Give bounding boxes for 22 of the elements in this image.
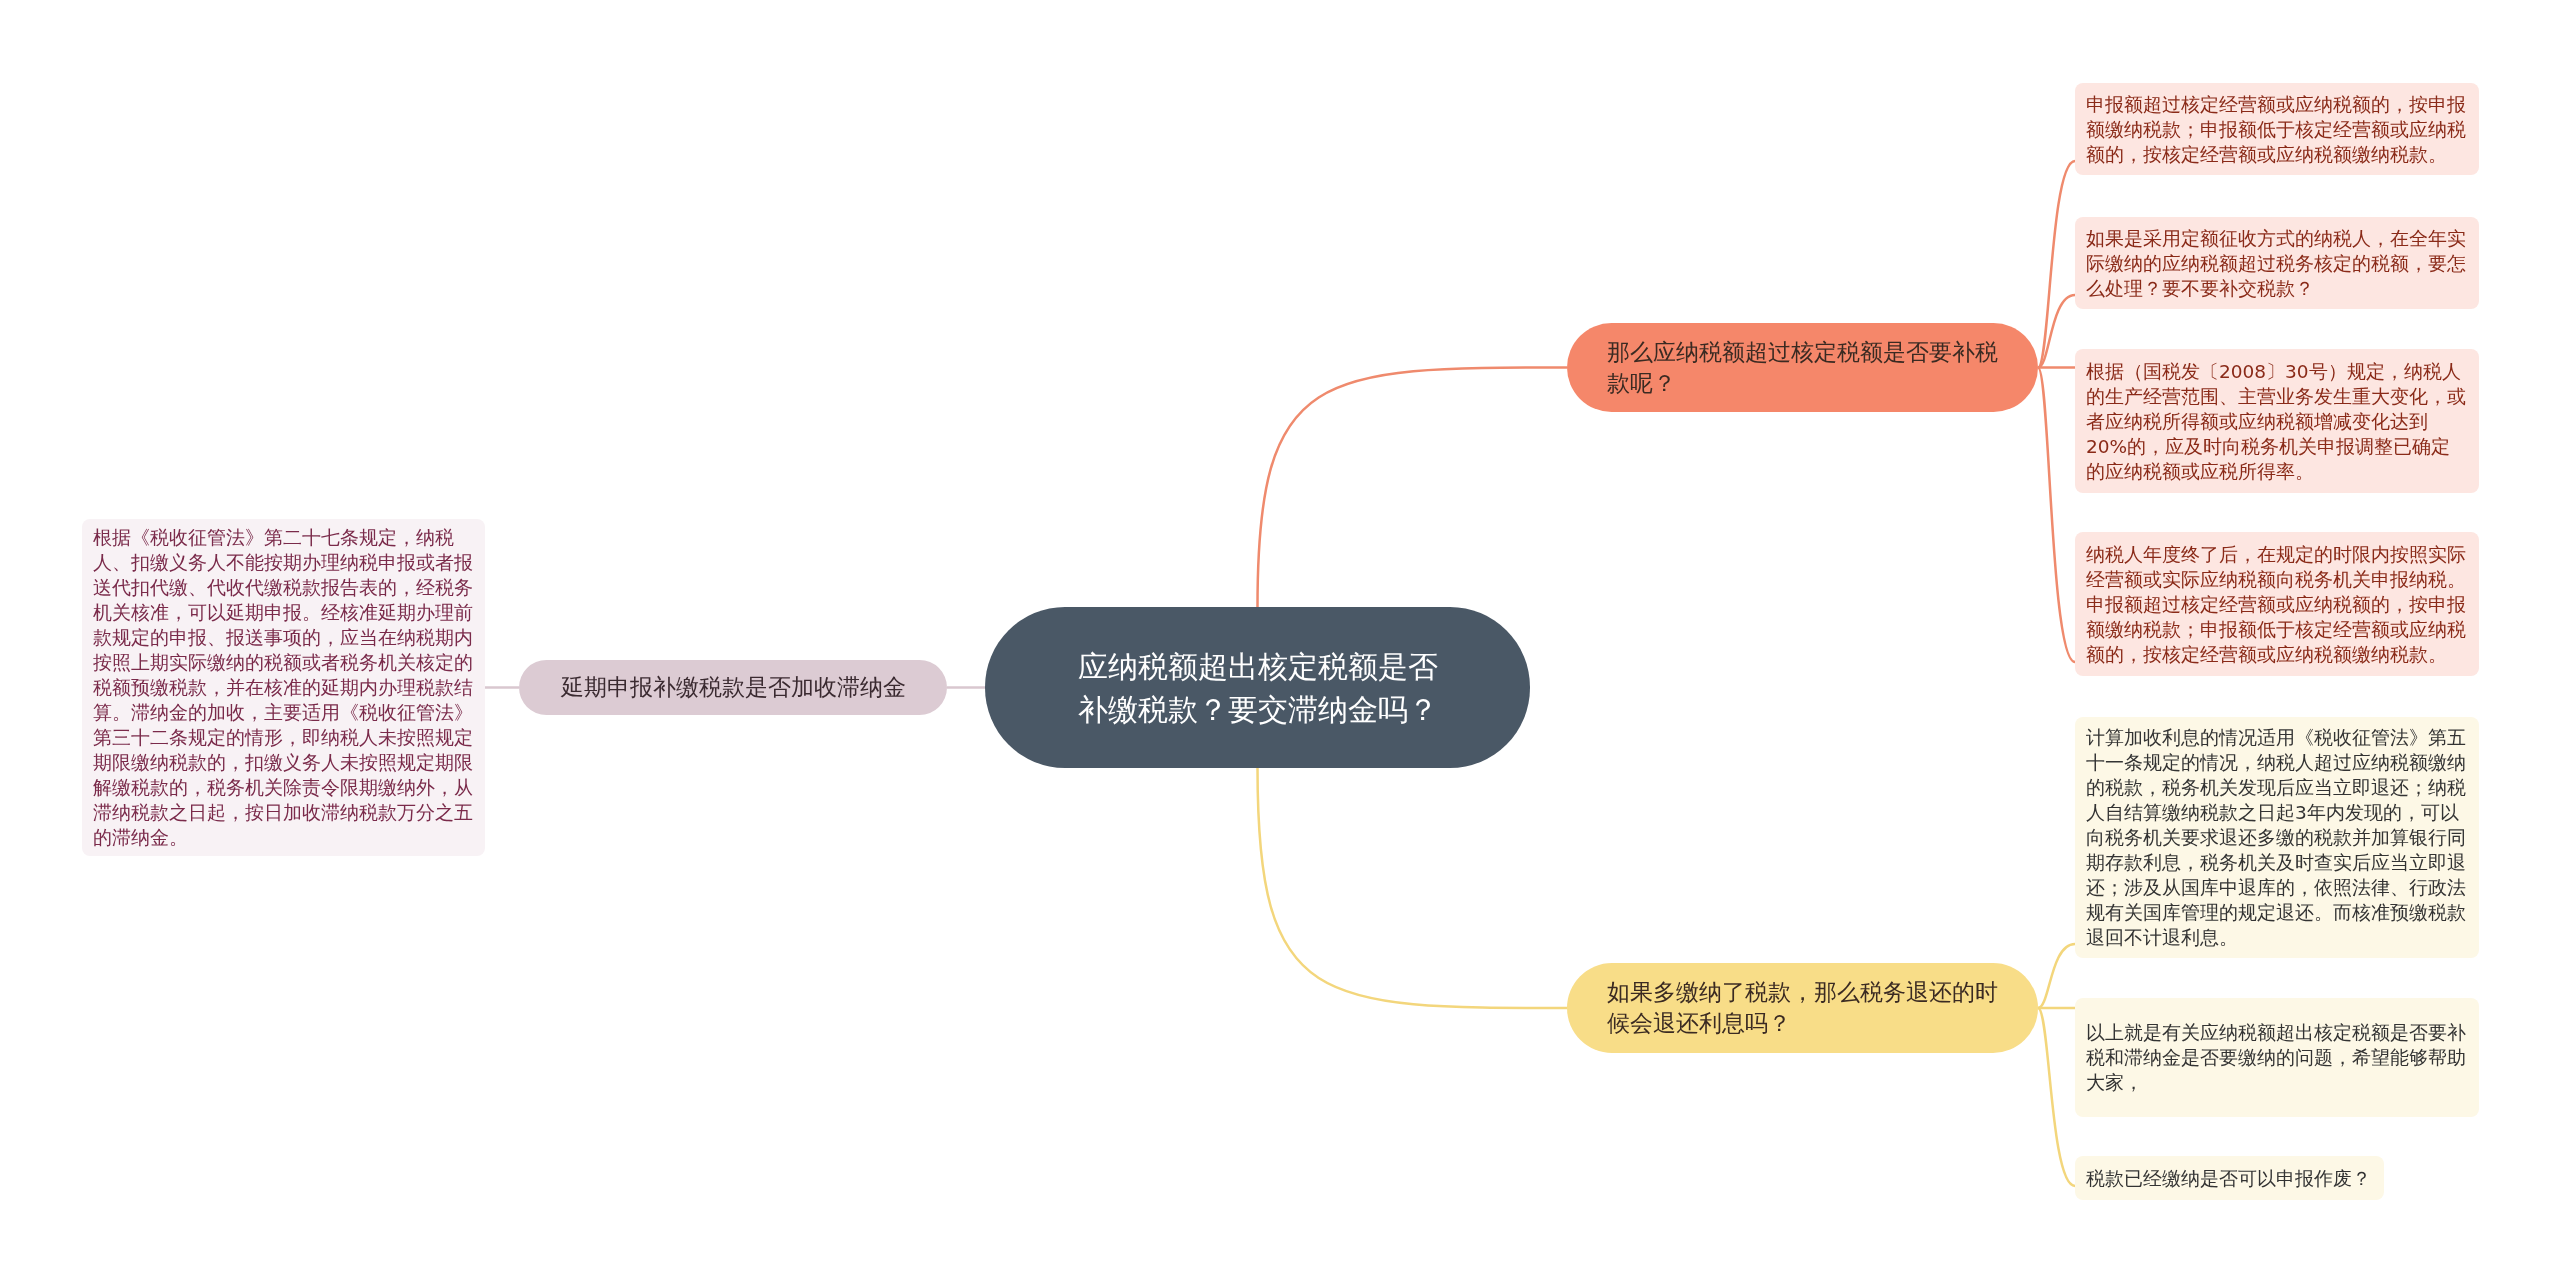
note-card: 以上就是有关应纳税额超出核定税额是否要补税和滞纳金是否要缴纳的问题，希望能够帮助大家，: [2075, 998, 2479, 1117]
note-card: 纳税人年度终了后，在规定的时限内按照实际经营额或实际应纳税额向税务机关申报纳税。申报额超过核定经营额或应纳税额的，按申报额缴纳税款；申报额低于核定经营额或应纳税额的，按核定经营额或应纳税额缴纳税款。: [2075, 532, 2479, 676]
note-card: 计算加收利息的情况适用《税收征管法》第五十一条规定的情况，纳税人超过应纳税额缴纳的税款，税务机关发现后应当立即退还；纳税人自结算缴纳税款之日起3年内发现的，可以向税务机关要求退还多缴的税款并加算银行同期存款利息，税务机关及时查实后应当立即退还；涉及从国库中退库的，依照法律、行政法规有关国库管理的规定退还。而核准预缴税款退回不计退利息。: [2075, 717, 2479, 958]
connector-line: [2037, 1007, 2076, 1188]
connector-line: [2037, 942, 2076, 1010]
branch-topic: 如果多缴纳了税款，那么税务退还的时候会退还利息吗？: [1567, 963, 2038, 1053]
central-topic: 应纳税额超出核定税额是否补缴税款？要交滞纳金吗？: [985, 607, 1530, 768]
note-card: 根据（国税发〔2008〕30号）规定，纳税人的生产经营范围、主营业务发生重大变化，或者应纳税所得额或应纳税额增减变化达到20%的，应及时向税务机关申报调整已确定的应纳税额或应税所得率。: [2075, 349, 2479, 493]
note-card: 如果是采用定额征收方式的纳税人，在全年实际缴纳的应纳税额超过税务核定的税额，要怎么处理？要不要补交税款？: [2075, 217, 2479, 309]
connector-line: [2038, 366, 2075, 369]
connector-line: [2036, 366, 2076, 663]
connector-line: [1256, 366, 1567, 608]
connector-line: [2038, 1006, 2075, 1010]
note-card: 申报额超过核定经营额或应纳税额的，按申报额缴纳税款；申报额低于核定经营额或应纳税额的，按核定经营额或应纳税额缴纳税款。: [2075, 83, 2479, 175]
connector-line: [485, 686, 519, 689]
branch-topic: 延期申报补缴税款是否加收滞纳金: [519, 660, 947, 715]
branch-topic: 那么应纳税额超过核定税额是否要补税款呢？: [1567, 323, 2038, 412]
note-card: 税款已经缴纳是否可以申报作废？: [2075, 1156, 2384, 1200]
connector-line: [2037, 293, 2076, 369]
note-card: 根据《税收征管法》第二十七条规定，纳税人、扣缴义务人不能按期办理纳税申报或者报送代扣代缴、代收代缴税款报告表的，经税务机关核准，可以延期申报。经核准延期办理前款规定的申报、报送事项的，应当在纳税期内按照上期实际缴纳的税额或者税务机关核定的税额预缴税款，并在核准的延期内办理税款结算。滞纳金的加收，主要适用《税收征管法》第三十二条规定的情形，即纳税人未按照规定期限缴纳税款的，扣缴义务人未按照规定期限解缴税款的，税务机关除责令限期缴纳外，从滞纳税款之日起，按日加收滞纳税款万分之五的滞纳金。: [82, 519, 485, 856]
connector-line: [947, 686, 985, 689]
connector-line: [1256, 767, 1567, 1010]
